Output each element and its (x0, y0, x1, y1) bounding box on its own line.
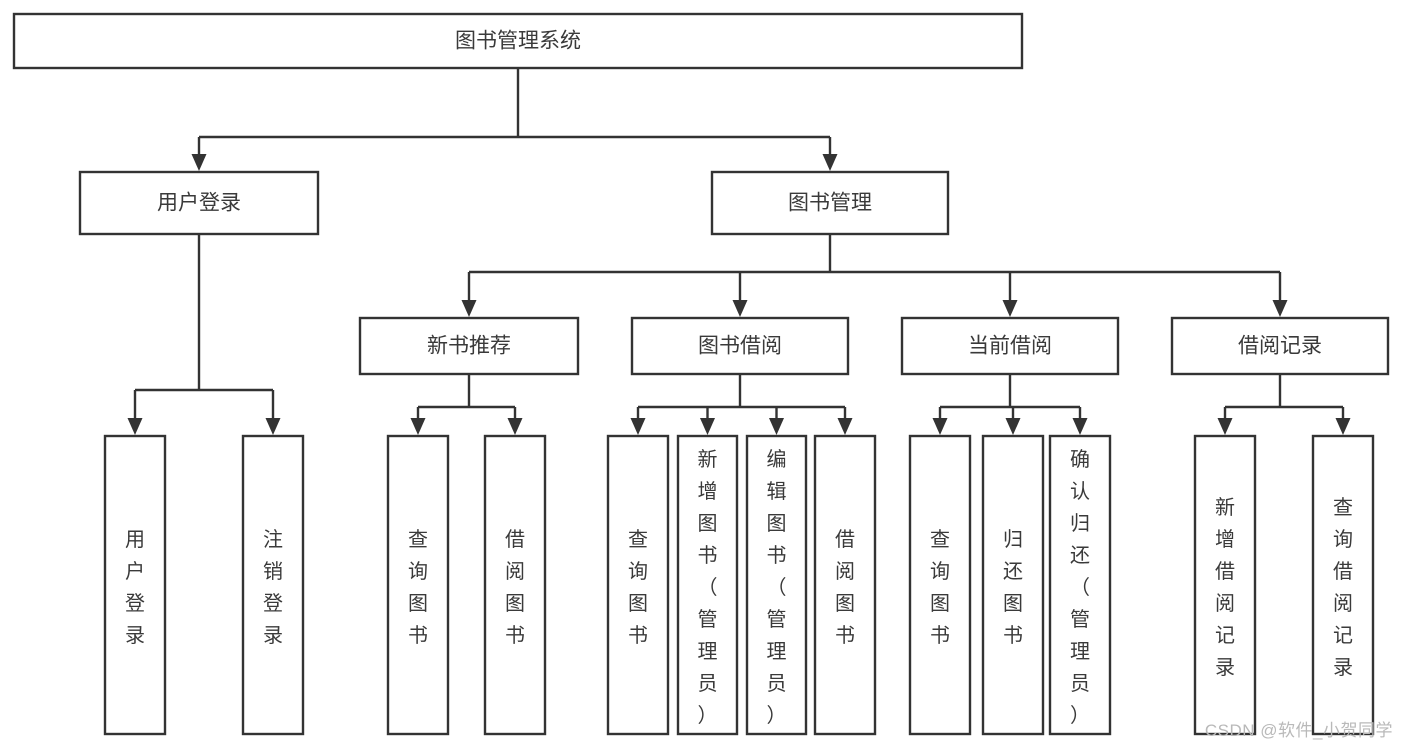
node-label: 新增借阅记录 (1215, 496, 1235, 679)
arrow-head-icon (1002, 300, 1018, 317)
node-new-book-rec[interactable]: 新书推荐 (358, 316, 580, 376)
arrow-head-icon (191, 154, 207, 171)
node-box[interactable] (1170, 316, 1390, 376)
node-label: 查询图书 (628, 528, 648, 647)
node-root-system[interactable]: 图书管理系统 (12, 12, 1024, 70)
node-leaf-return-book[interactable]: 归还图书 (981, 434, 1045, 736)
arrow-head-icon (1217, 418, 1233, 435)
node-book-manage[interactable]: 图书管理 (710, 170, 950, 236)
node-current-borrow[interactable]: 当前借阅 (900, 316, 1120, 376)
node-box[interactable] (386, 434, 450, 736)
node-leaf-borrow-book[interactable]: 借阅图书 (813, 434, 877, 736)
node-label: 借阅图书 (835, 528, 855, 647)
arrow-head-icon (630, 418, 646, 435)
node-label: 新增图书（管理员） (698, 448, 718, 727)
node-label: 编辑图书（管理员） (767, 448, 787, 727)
node-label: 查询借阅记录 (1333, 496, 1353, 679)
arrow-head-icon (410, 418, 426, 435)
node-leaf-borrow-book-rec[interactable]: 借阅图书 (483, 434, 547, 736)
arrow-head-icon (265, 418, 281, 435)
arrow-head-icon (700, 418, 715, 435)
node-label: 图书管理系统 (455, 30, 581, 53)
node-leaf-query-book-cur[interactable]: 查询图书 (908, 434, 972, 736)
arrow-head-icon (837, 418, 853, 435)
node-label: 注销登录 (263, 528, 283, 647)
node-label: 借阅图书 (505, 528, 525, 647)
node-label: 图书管理 (788, 192, 872, 215)
node-label: 查询图书 (408, 528, 428, 647)
arrow-head-icon (1272, 300, 1288, 317)
node-label: 当前借阅 (968, 335, 1052, 358)
node-label: 借阅记录 (1238, 335, 1322, 358)
arrow-head-icon (461, 300, 477, 317)
arrow-head-icon (1005, 418, 1021, 435)
arrow-head-icon (1335, 418, 1351, 435)
node-box[interactable] (900, 316, 1120, 376)
node-leaf-query-record[interactable]: 查询借阅记录 (1311, 434, 1375, 736)
node-leaf-edit-book[interactable]: 编辑图书（管理员） (745, 434, 808, 736)
node-box[interactable] (981, 434, 1045, 736)
node-box[interactable] (78, 170, 320, 236)
node-box[interactable] (1048, 434, 1112, 736)
node-layer: 图书管理系统用户登录图书管理新书推荐图书借阅当前借阅借阅记录用户登录注销登录查询… (12, 12, 1390, 736)
node-label: 查询图书 (930, 528, 950, 647)
arrow-head-icon (127, 418, 143, 435)
node-box[interactable] (1311, 434, 1375, 736)
arrow-head-icon (1072, 418, 1088, 435)
node-leaf-query-book[interactable]: 查询图书 (606, 434, 670, 736)
node-box[interactable] (1193, 434, 1257, 736)
node-label: 图书借阅 (698, 335, 782, 358)
node-leaf-confirm-return[interactable]: 确认归还（管理员） (1048, 434, 1112, 736)
node-leaf-user-login[interactable]: 用户登录 (103, 434, 167, 736)
node-label: 确认归还（管理员） (1070, 448, 1090, 727)
arrow-head-icon (932, 418, 948, 435)
node-leaf-add-book[interactable]: 新增图书（管理员） (676, 434, 739, 736)
node-book-borrow[interactable]: 图书借阅 (630, 316, 850, 376)
node-leaf-logout[interactable]: 注销登录 (241, 434, 305, 736)
node-label: 新书推荐 (427, 335, 511, 358)
node-box[interactable] (483, 434, 547, 736)
node-box[interactable] (676, 434, 739, 736)
node-box[interactable] (606, 434, 670, 736)
node-box[interactable] (710, 170, 950, 236)
node-user-login[interactable]: 用户登录 (78, 170, 320, 236)
arrow-head-icon (822, 154, 838, 171)
node-box[interactable] (358, 316, 580, 376)
node-leaf-add-record[interactable]: 新增借阅记录 (1193, 434, 1257, 736)
node-box[interactable] (103, 434, 167, 736)
arrow-head-icon (507, 418, 523, 435)
node-box[interactable] (12, 12, 1024, 70)
node-label: 用户登录 (125, 529, 145, 647)
arrow-head-icon (769, 418, 784, 435)
node-label: 归还图书 (1003, 528, 1023, 647)
connector-layer (127, 68, 1351, 435)
node-box[interactable] (908, 434, 972, 736)
node-borrow-record[interactable]: 借阅记录 (1170, 316, 1390, 376)
node-box[interactable] (630, 316, 850, 376)
node-leaf-query-book-rec[interactable]: 查询图书 (386, 434, 450, 736)
node-box[interactable] (745, 434, 808, 736)
node-box[interactable] (241, 434, 305, 736)
node-box[interactable] (813, 434, 877, 736)
arrow-head-icon (732, 300, 748, 317)
node-label: 用户登录 (157, 192, 241, 215)
